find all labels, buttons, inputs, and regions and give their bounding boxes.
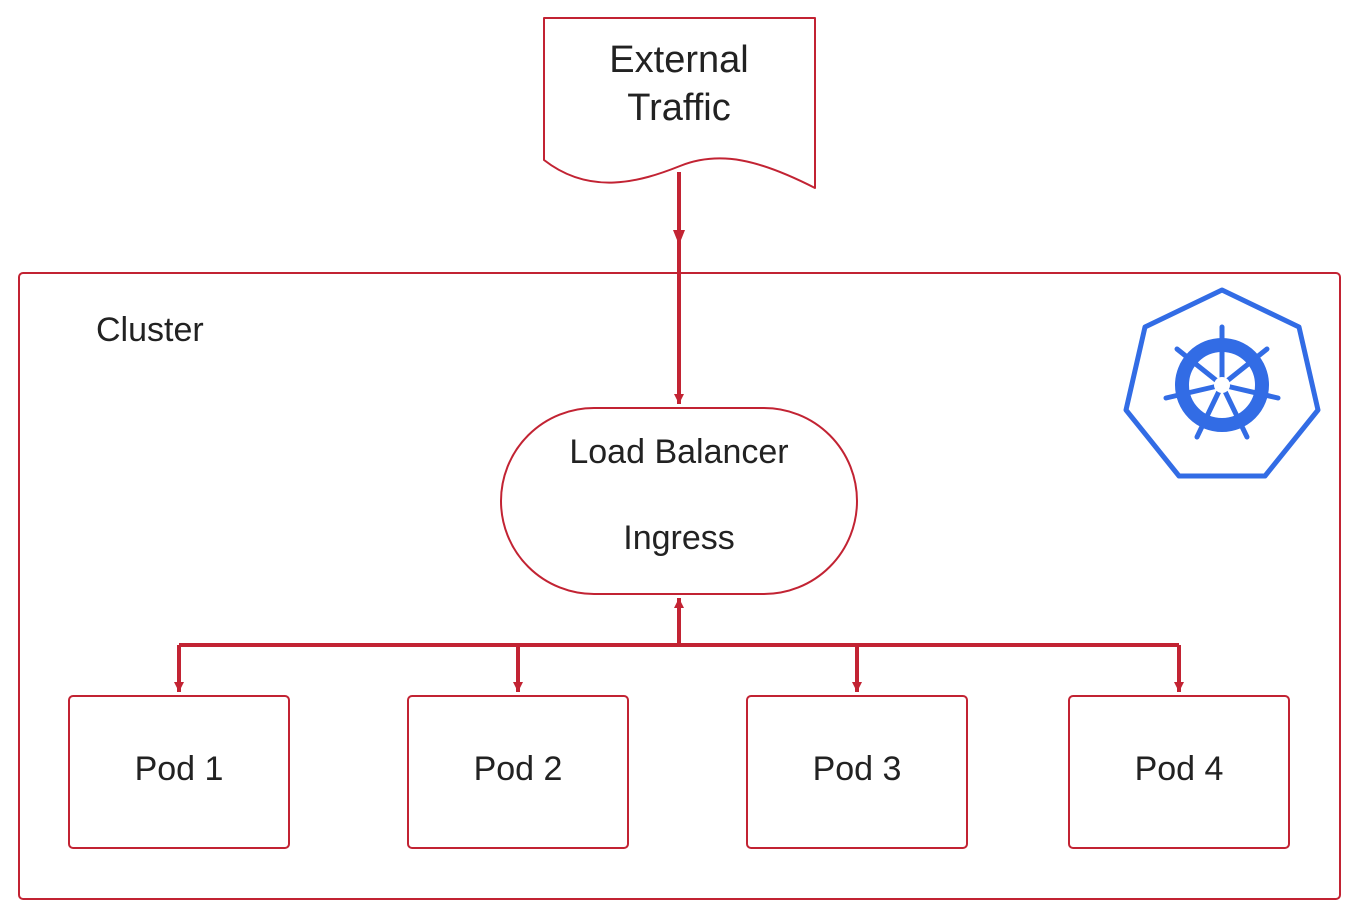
arrow-external-mid-head [673, 230, 685, 245]
pod-2-label: Pod 2 [474, 750, 563, 788]
load-balancer-label: Load Balancer [569, 433, 788, 471]
cluster-label: Cluster [96, 311, 204, 349]
external-traffic-label-line1: External [609, 39, 748, 81]
pod-2: Pod 2 [407, 695, 629, 849]
pod-4: Pod 4 [1068, 695, 1290, 849]
load-balancer-shape [500, 407, 858, 595]
external-traffic-shape [543, 17, 816, 189]
pod-4-label: Pod 4 [1135, 750, 1224, 788]
pod-1: Pod 1 [68, 695, 290, 849]
external-traffic-label-line2: Traffic [627, 87, 730, 129]
pod-3-label: Pod 3 [813, 750, 902, 788]
ingress-label: Ingress [623, 519, 735, 557]
pod-1-label: Pod 1 [135, 750, 224, 788]
kubernetes-helm-icon [1123, 287, 1321, 479]
pod-3: Pod 3 [746, 695, 968, 849]
